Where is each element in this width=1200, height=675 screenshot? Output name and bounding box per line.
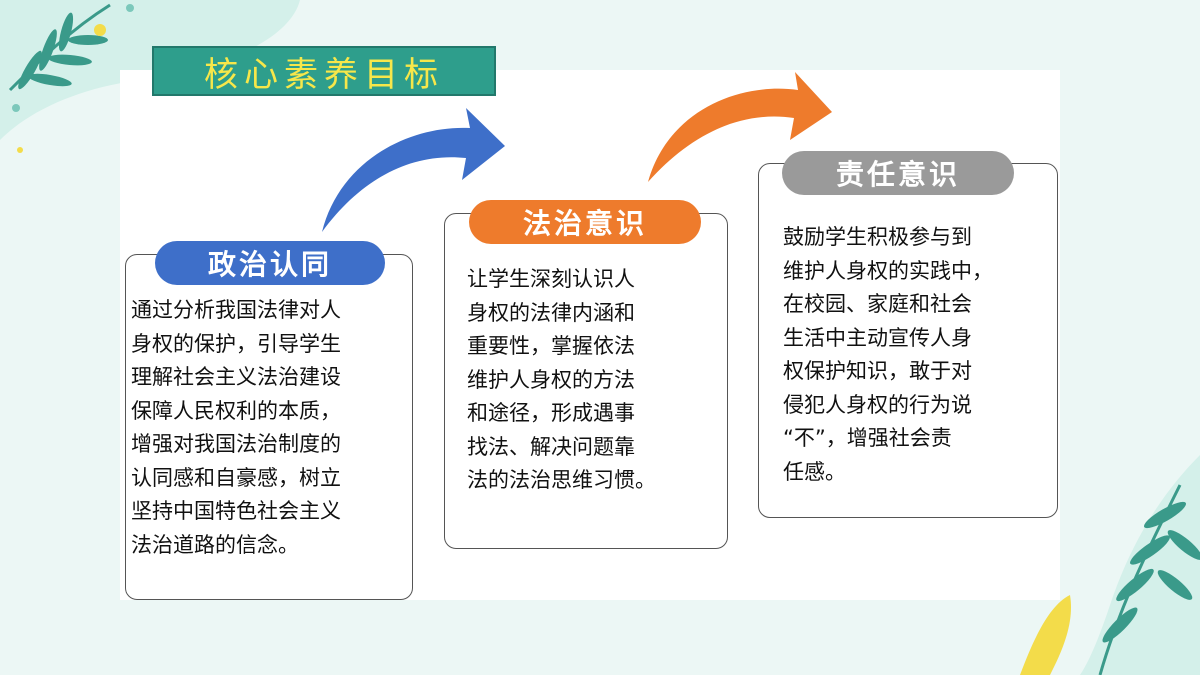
card-heading-responsibility: 责任意识 bbox=[782, 151, 1014, 195]
card-heading-rule-of-law: 法治意识 bbox=[469, 200, 701, 244]
arrow-2-icon bbox=[648, 72, 832, 182]
page-title: 核心素养目标 bbox=[152, 46, 496, 96]
leaf-decoration-bottom-right bbox=[1020, 455, 1200, 675]
card-rule-of-law bbox=[444, 213, 728, 549]
arrow-1-icon bbox=[322, 108, 505, 232]
card-body-responsibility: 鼓励学生积极参与到 维护人身权的实践中， 在校园、家庭和社会 生活中主动宣传人身… bbox=[783, 225, 993, 484]
card-body-political-identity: 通过分析我国法律对人 身权的保护，引导学生 理解社会主义法治建设 保障人民权利的… bbox=[131, 298, 341, 557]
card-responsibility bbox=[758, 163, 1058, 518]
card-body-rule-of-law: 让学生深刻认识人 身权的法律内涵和 重要性，掌握依法 维护人身权的方法 和途径，… bbox=[467, 267, 656, 492]
card-heading-political-identity: 政治认同 bbox=[155, 241, 385, 285]
card-political-identity bbox=[125, 254, 413, 600]
